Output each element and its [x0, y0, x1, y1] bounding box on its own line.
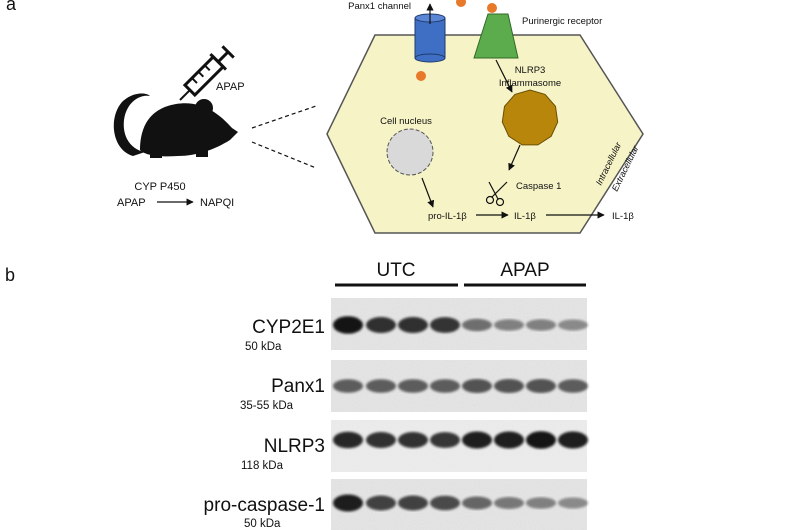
blot-row-cyp2e1: CYP2E1 50 kDa: [245, 298, 588, 353]
weight-label: 118 kDa: [241, 460, 284, 472]
blot-band: [462, 431, 492, 449]
blot-band: [366, 432, 396, 448]
blot-band: [366, 379, 396, 393]
nlrp3-label-1: NLRP3: [515, 65, 546, 76]
mouse-icon: [113, 93, 238, 158]
blot-band: [430, 317, 460, 333]
blot-band: [526, 497, 556, 509]
blot-band: [558, 379, 588, 393]
blot-band: [333, 431, 363, 449]
blot-band: [462, 496, 492, 510]
scissors-icon: [485, 181, 508, 207]
weight-label: 50 kDa: [244, 518, 281, 530]
weight-label: 35-55 kDa: [240, 400, 294, 412]
enzyme-label: CYP P450: [134, 181, 185, 193]
zoom-line-bottom: [251, 141, 317, 169]
blot-band: [526, 319, 556, 331]
protein-label: Panx1: [271, 376, 325, 397]
blot-band: [430, 495, 460, 511]
nucleus-arrow: [421, 177, 435, 208]
blot-band: [494, 431, 524, 449]
blot-band: [366, 495, 396, 511]
blot-row-nlrp3: NLRP3 118 kDa: [241, 420, 588, 472]
protein-label: CYP2E1: [252, 317, 325, 338]
il1b-outside-label: IL-1β: [612, 211, 634, 222]
zoom-line-top: [251, 105, 317, 129]
blot-band: [558, 431, 588, 449]
blot-band: [333, 379, 363, 393]
group-label-utc: UTC: [376, 260, 415, 281]
receptor-arrow: [495, 59, 513, 93]
purinergic-receptor-icon: [473, 13, 519, 59]
nlrp3-label-2: Inflammasome: [499, 78, 561, 89]
blot-band: [494, 497, 524, 509]
inflammasome-arrow: [508, 144, 521, 171]
panel-b: b UTC APAP CYP2E1 50 kDa Panx1 35-55 kDa…: [5, 260, 588, 530]
cell-body: [326, 34, 644, 234]
atp-dot: [456, 0, 466, 7]
group-label-apap: APAP: [500, 260, 549, 281]
inflammasome-icon: [501, 89, 559, 146]
blot-band: [398, 317, 428, 333]
panel-b-letter: b: [5, 265, 15, 285]
panel-a-letter: a: [6, 0, 17, 14]
purinergic-label: Purinergic receptor: [522, 16, 602, 27]
blot-band: [398, 432, 428, 448]
nucleus-label: Cell nucleus: [380, 116, 432, 127]
blot-band: [398, 379, 428, 393]
panx1-label: Panx1 channel: [348, 1, 411, 12]
blot-band: [558, 319, 588, 331]
atp-dot: [416, 71, 426, 81]
blot-band: [333, 316, 363, 334]
reaction-product: NAPQI: [200, 197, 234, 209]
blot-band: [430, 432, 460, 448]
il1b-inside-label: IL-1β: [514, 211, 536, 222]
blot-row-panx1: Panx1 35-55 kDa: [240, 360, 588, 412]
blot-band: [462, 379, 492, 393]
blot-band: [398, 495, 428, 511]
weight-label: 50 kDa: [245, 341, 282, 353]
blot-band: [526, 431, 556, 449]
blot-band: [462, 318, 492, 332]
atp-dot: [487, 3, 497, 13]
panel-a: a APAP CYP P450 APAP NAPQI: [6, 0, 644, 234]
blot-band: [366, 317, 396, 333]
blot-band: [494, 379, 524, 393]
protein-label: NLRP3: [264, 436, 325, 457]
blot-band: [333, 494, 363, 512]
drug-label: APAP: [216, 81, 245, 93]
blot-band: [558, 497, 588, 509]
panx1-channel-icon: [414, 3, 446, 63]
pro-il1b-label: pro-IL-1β: [428, 211, 467, 222]
cell-nucleus-icon: [386, 128, 434, 176]
syringe-icon: [179, 45, 235, 101]
protein-label: pro-caspase-1: [204, 495, 325, 516]
blot-band: [526, 379, 556, 393]
blot-row-pro-caspase-1: pro-caspase-1 50 kDa: [204, 479, 588, 530]
blot-band: [494, 319, 524, 331]
blot-band: [430, 379, 460, 393]
reaction-substrate: APAP: [117, 197, 146, 209]
caspase-label: Caspase 1: [516, 181, 561, 192]
